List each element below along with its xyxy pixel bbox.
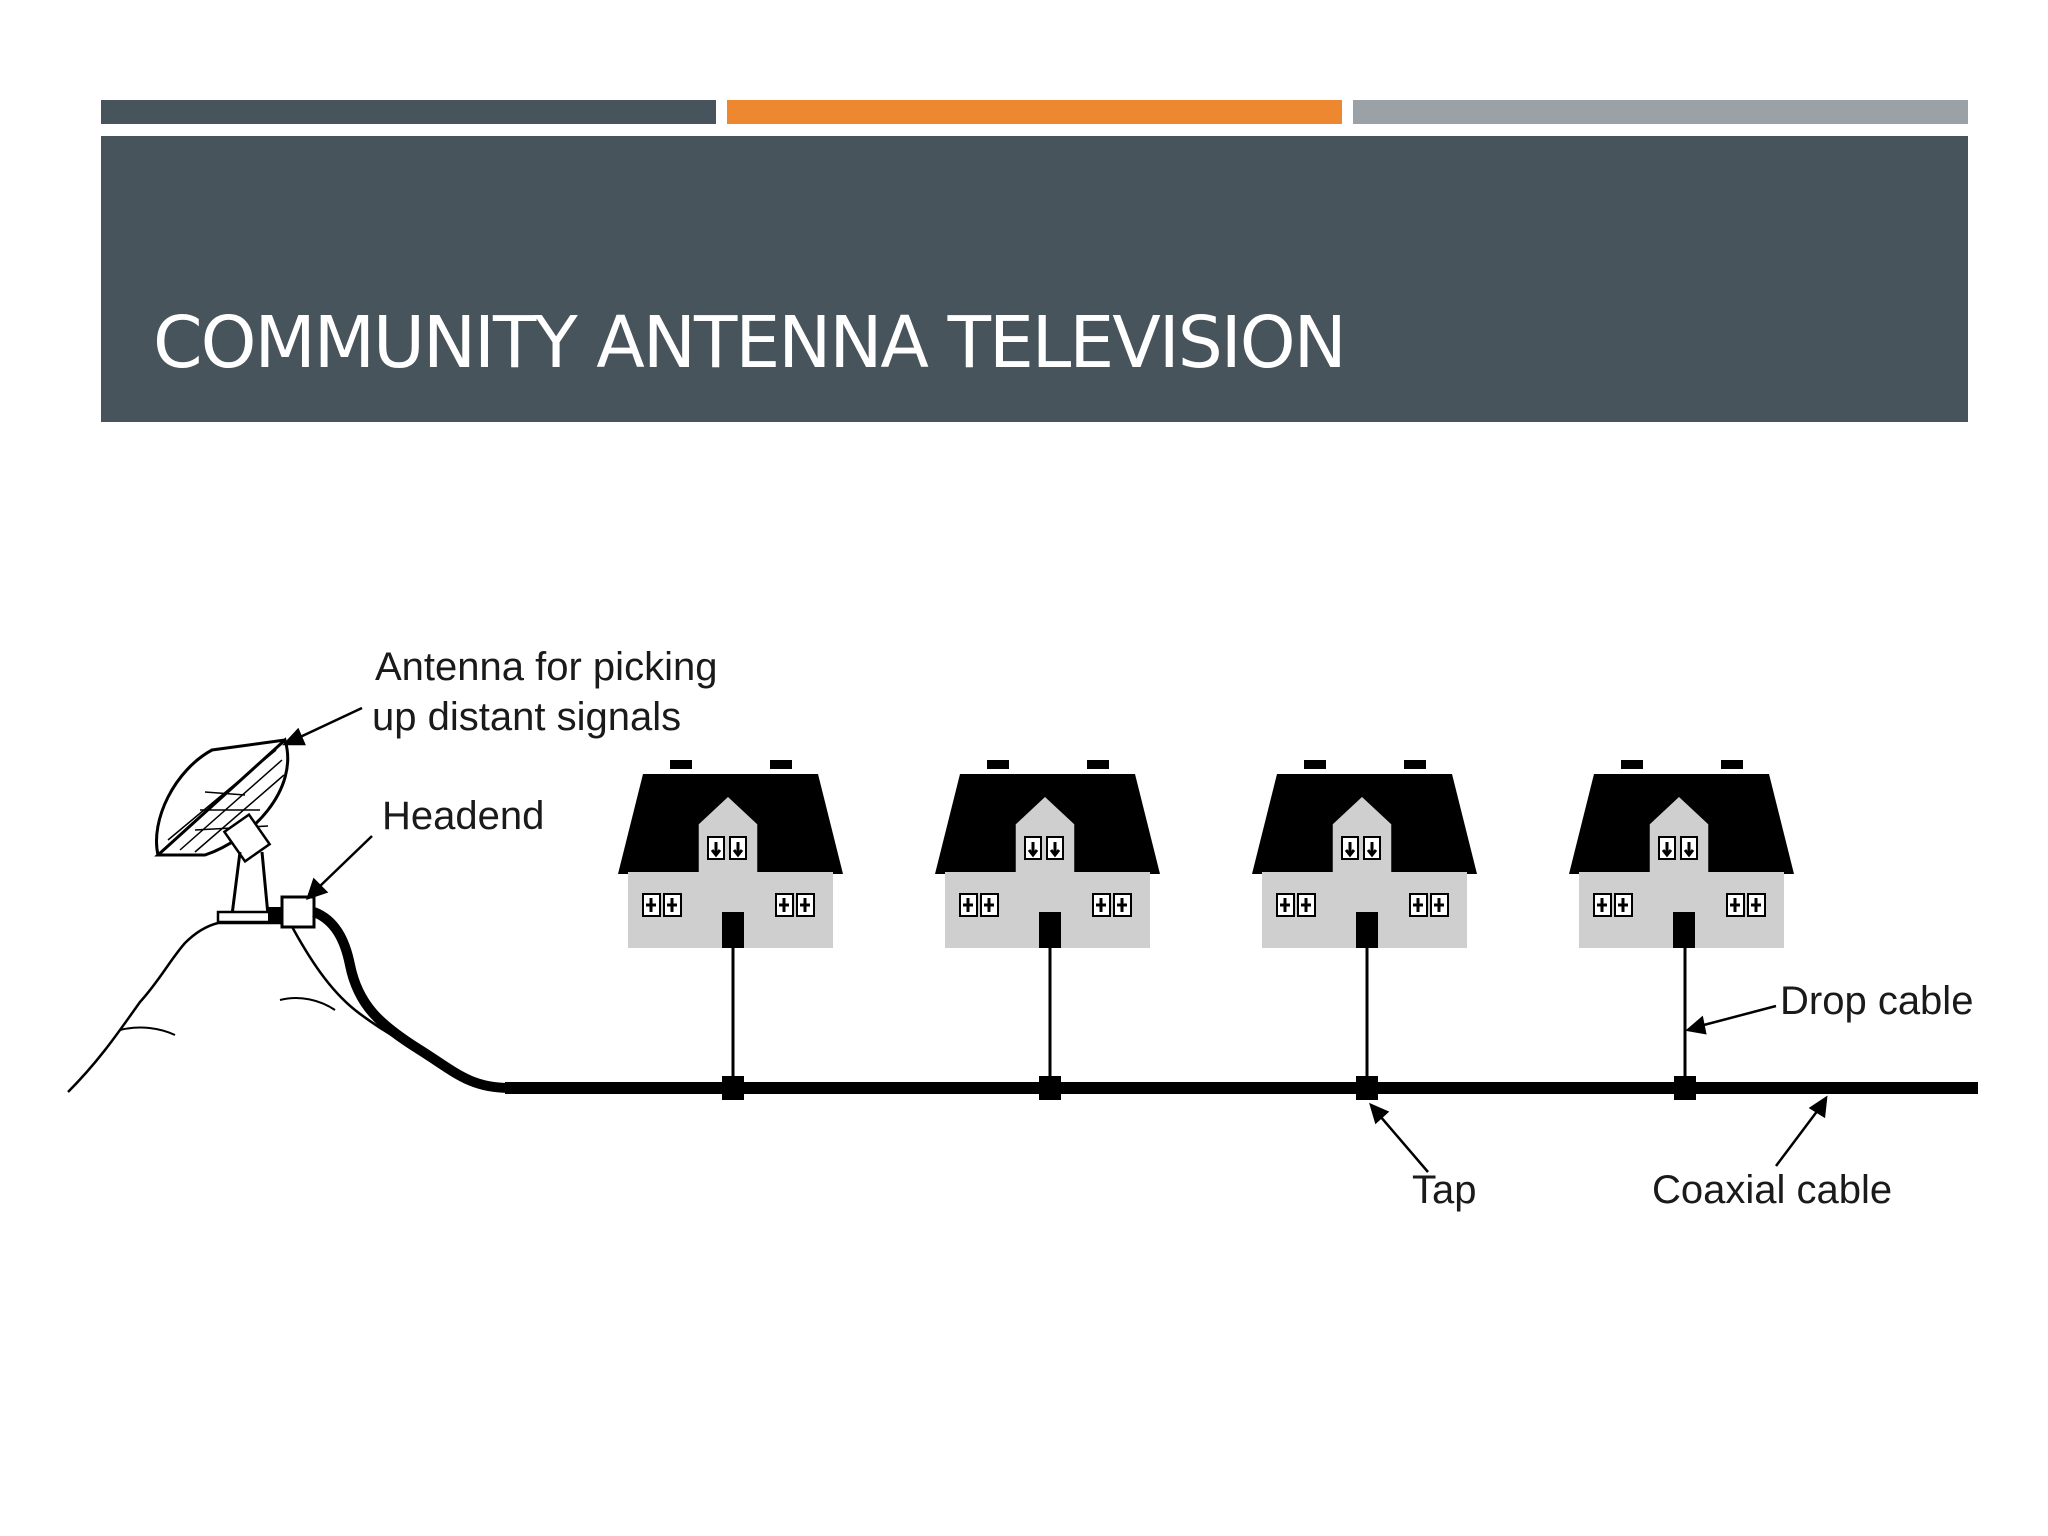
coaxial-cable-label: Coaxial cable — [1652, 1168, 1892, 1212]
headend-arrowhead-icon — [306, 877, 329, 900]
antenna-label-line1: Antenna for picking — [375, 645, 717, 689]
tap-2 — [1039, 1076, 1061, 1100]
tap-3 — [1356, 1076, 1378, 1100]
house-2 — [933, 758, 1162, 1100]
tap-arrowhead-icon — [1369, 1102, 1390, 1125]
coaxial-arrowhead-icon — [1808, 1095, 1828, 1119]
antenna-label-line2: up distant signals — [372, 695, 681, 739]
antenna-arrowhead-icon — [282, 727, 306, 746]
tap-callout-line — [1379, 1115, 1429, 1173]
house-1 — [616, 758, 845, 1100]
house-4 — [1567, 758, 1796, 1100]
coaxial-callout-line — [1775, 1109, 1819, 1167]
title-band: COMMUNITY ANTENNA TELEVISION — [101, 136, 1968, 422]
tap-label: Tap — [1412, 1168, 1477, 1212]
accent-bar-orange — [727, 100, 1342, 124]
antenna-callout-line — [297, 706, 363, 740]
drop-cable-callout-line — [1699, 1004, 1777, 1028]
drop-cable-arrowhead-icon — [1685, 1015, 1707, 1035]
hill — [67, 921, 501, 1093]
drop-cable-label: Drop cable — [1780, 979, 1973, 1023]
headend-box — [268, 895, 316, 929]
tap-1 — [722, 1076, 744, 1100]
tap-4 — [1674, 1076, 1696, 1100]
house-3 — [1250, 758, 1479, 1100]
accent-bar-gray — [1353, 100, 1968, 124]
headend-label: Headend — [382, 794, 544, 838]
slide-title: COMMUNITY ANTENNA TELEVISION — [153, 301, 1347, 384]
headend-callout-line — [317, 835, 373, 889]
antenna-dish-icon — [154, 737, 292, 924]
accent-bar-dark — [101, 100, 716, 124]
